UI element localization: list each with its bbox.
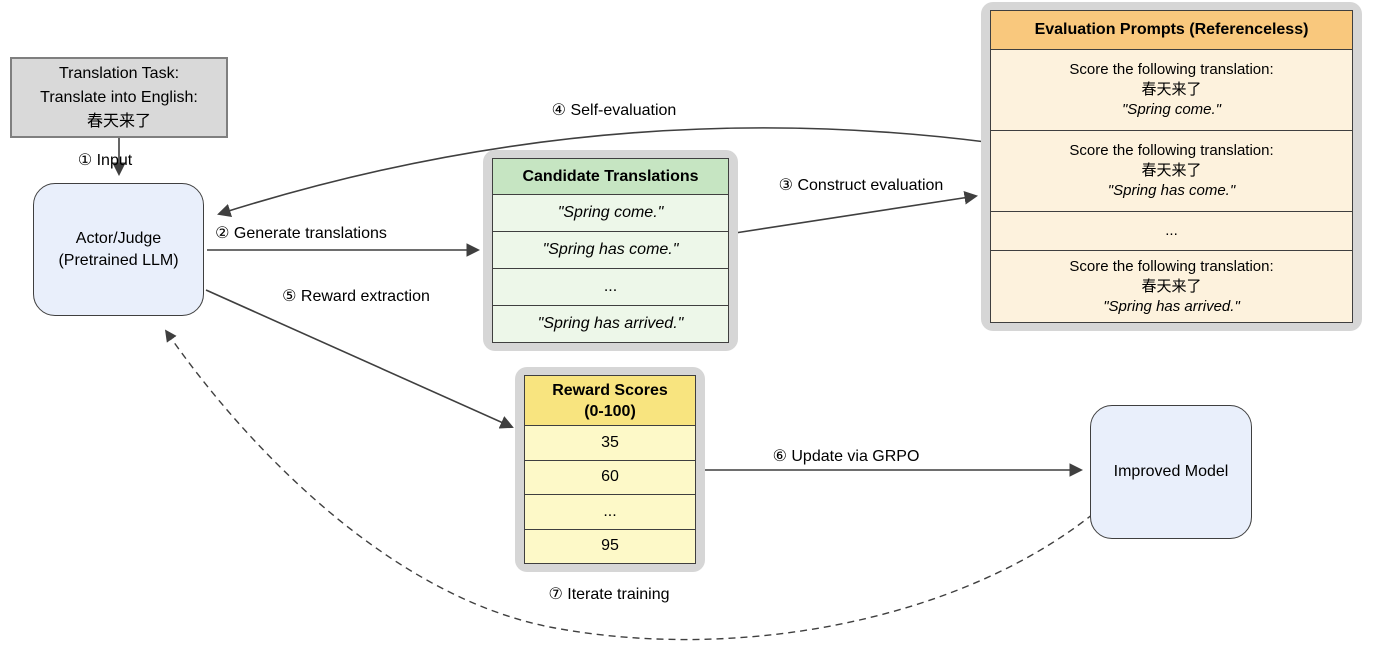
evaluation-source-text: 春天来了 [1141,81,1202,98]
translation-task-box: Translation Task: Translate into English… [10,57,228,138]
edge-label-iterate-training: ⑦ Iterate training [548,586,670,603]
candidate-row: "Spring come." [493,195,728,232]
reward-row: 35 [525,426,695,461]
evaluation-candidate-text: "Spring has come." [1107,182,1236,199]
edge-reward-extraction-arrow [205,289,514,429]
task-line: Translation Task: [58,64,180,82]
evaluation-candidate-text: "Spring has arrived." [1103,297,1240,315]
evaluation-prompts-panel: Evaluation Prompts (Referenceless) Score… [981,2,1362,331]
reward-row: 60 [525,461,695,495]
edge-label-generate-translations: ② Generate translations [215,225,387,242]
improved-model-label: Improved Model [1113,463,1229,480]
evaluation-instruction: Score the following translation: [1069,61,1274,78]
edge-label-construct-evaluation: ③ Construct evaluation [778,177,944,194]
evaluation-instruction: Score the following translation: [1069,142,1274,159]
candidate-translations-panel: Candidate Translations "Spring come." "S… [483,150,738,351]
evaluation-row: Score the following translation: 春天来了 "S… [991,251,1352,322]
edge-self-evaluation-arrow [217,127,987,217]
evaluation-row: Score the following translation: 春天来了 "S… [991,131,1352,212]
evaluation-ellipsis: ... [1165,222,1178,239]
edge-label-input: ① Input [77,152,133,169]
reward-scores-header: Reward Scores (0-100) [525,376,695,426]
evaluation-prompts-header: Evaluation Prompts (Referenceless) [991,11,1352,50]
task-line: Translate into English: [40,88,198,106]
candidate-row: "Spring has arrived." [537,315,684,332]
candidate-row: "Spring has come." [493,232,728,269]
reward-scores-header-title: Reward Scores [552,381,668,399]
edge-label-reward-extraction: ⑤ Reward extraction [282,288,430,305]
improved-model-box: Improved Model [1090,405,1252,539]
reward-scores-panel: Reward Scores (0-100) 35 60 ... 95 [515,367,705,572]
evaluation-candidate-text: "Spring come." [1121,101,1222,118]
actor-judge-subtitle: (Pretrained LLM) [58,251,179,269]
reward-scores-header-range: (0-100) [584,402,636,420]
edge-label-self-evaluation: ④ Self-evaluation [551,102,677,119]
edge-iterate-training-arrow [164,329,1094,641]
evaluation-prompts-table: Evaluation Prompts (Referenceless) Score… [990,10,1353,323]
actor-judge-title: Actor/Judge [75,229,162,247]
task-line-source-text: 春天来了 [86,112,151,130]
evaluation-instruction: Score the following translation: [1069,257,1274,275]
reward-row-ellipsis: ... [525,495,695,530]
evaluation-row: Score the following translation: 春天来了 "S… [991,50,1352,131]
actor-judge-box: Actor/Judge (Pretrained LLM) [33,183,204,316]
candidate-translations-header: Candidate Translations [493,159,728,195]
candidate-row-ellipsis: ... [493,269,728,306]
edge-construct-evaluation-arrow [734,191,979,234]
evaluation-row-ellipsis: ... [991,212,1352,251]
reward-scores-table: Reward Scores (0-100) 35 60 ... 95 [524,375,696,564]
evaluation-source-text: 春天来了 [1141,162,1202,179]
candidate-translations-table: Candidate Translations "Spring come." "S… [492,158,729,343]
reward-row: 95 [601,537,619,555]
edge-label-update-grpo: ⑥ Update via GRPO [772,448,920,465]
evaluation-source-text: 春天来了 [1141,277,1202,295]
